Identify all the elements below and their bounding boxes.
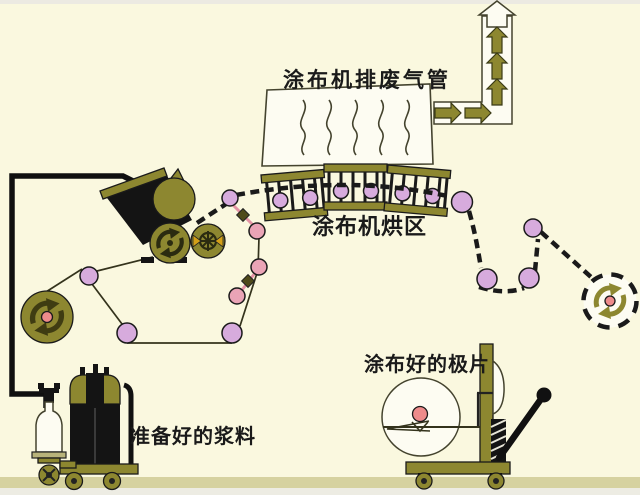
truck-backrest [492,359,505,416]
label-prepared-slurry: 准备好的浆料 [130,424,256,448]
unwind-roll [20,290,74,344]
guide-roller [523,218,543,238]
cart-handle [123,382,134,465]
dancer-roller [228,287,246,305]
tension-dancer-upper [231,203,266,240]
fork-bracket [476,391,493,427]
guide-roller [79,266,99,286]
oven-entry-roller [221,189,239,207]
slurry-cart [59,364,139,491]
pallet-truck [381,343,552,490]
nip-arrow-icon [192,234,202,248]
roll-core [411,405,429,423]
pump-bracket [59,460,77,469]
label-exhaust-pipe: 涂布机排废气管 [283,68,451,92]
tension-dancer-lower [228,258,268,305]
slurry-pump [31,383,77,486]
dancer-roller [248,222,266,240]
guide-roller [476,268,498,290]
top-edge [0,0,640,4]
handle-knob [536,387,552,403]
floor [0,477,640,488]
truck-base [405,461,511,475]
label-coated-electrode: 涂布好的极片 [364,352,490,376]
coating-head [99,167,226,264]
guide-roller [221,322,243,344]
dancer-pivot [240,273,256,289]
guide-roller [116,322,138,344]
dancer-pivot [235,207,251,223]
cart-platform [59,463,139,475]
truck-handle [495,395,545,462]
exhaust-system [261,0,518,167]
floor-lower-strip [0,488,640,495]
heat-wave-lines [299,99,411,156]
dancer-roller [250,258,268,276]
label-drying-zone: 涂布机烘区 [312,214,427,239]
nip-arrow-icon [214,234,224,248]
slurry-bead [152,177,196,221]
guide-roller [518,267,540,289]
oven-exit-roller [450,190,474,214]
rewind-roll [581,272,639,330]
